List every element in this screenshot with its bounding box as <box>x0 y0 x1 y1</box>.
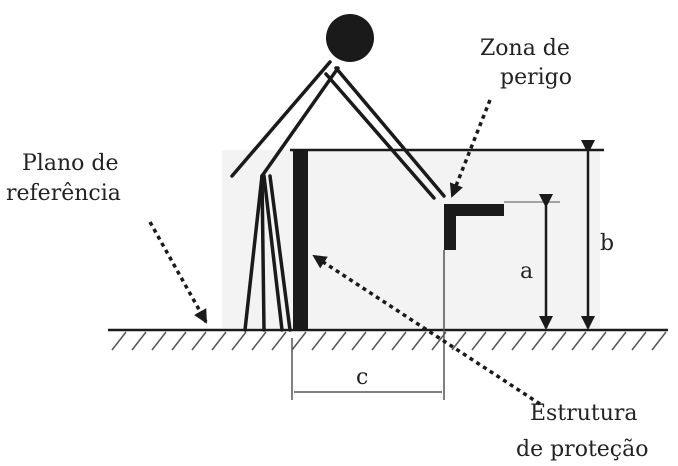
person-head <box>326 14 374 62</box>
dimension-c <box>291 250 445 400</box>
ground-reference-plane <box>108 328 668 351</box>
reference-plane-pointer <box>148 221 208 324</box>
ground-hatch-mark <box>371 331 387 351</box>
danger-zone-pointer <box>449 99 492 198</box>
ground-hatch-mark <box>151 331 167 351</box>
ground-hatch-mark <box>631 331 647 351</box>
ground-hatch-mark <box>571 331 587 351</box>
danger-zone-label-line2: perigo <box>500 65 572 90</box>
person-figure <box>230 14 446 332</box>
ground-hatch-mark <box>191 331 207 351</box>
reference-plane-label-line2: referência <box>6 181 121 206</box>
ground-hatch-mark <box>651 331 667 351</box>
structure-label-line1: Estrutura <box>530 401 638 426</box>
ground-hatch-mark <box>491 331 507 351</box>
ground-hatch-mark <box>411 331 427 351</box>
ground-hatch-mark <box>111 331 127 351</box>
ground-hatch-mark <box>471 331 487 351</box>
ground-hatch-mark <box>611 331 627 351</box>
ground-hatch-mark <box>591 331 607 351</box>
ground-hatch-mark <box>231 331 247 351</box>
ground-hatch-mark <box>331 331 347 351</box>
dimension-c-label: c <box>356 365 368 390</box>
ground-hatch-mark <box>311 331 327 351</box>
ground-hatch-mark <box>531 331 547 351</box>
ground-hatch-mark <box>351 331 367 351</box>
dimension-a-label: a <box>520 259 533 284</box>
ground-hatch-mark <box>251 331 267 351</box>
ground-hatch-mark <box>131 331 147 351</box>
structure-pointer <box>312 254 541 406</box>
ground-hatch-mark <box>271 331 287 351</box>
dimension-b-label: b <box>600 231 614 256</box>
reference-plane-label-line1: Plano de <box>22 151 118 176</box>
structure-label-line2: de proteção <box>516 437 648 462</box>
ground-hatch-mark <box>551 331 567 351</box>
danger-zone-label-line1: Zona de <box>480 36 570 61</box>
ground-hatch-mark <box>211 331 227 351</box>
ground-hatch-mark <box>511 331 527 351</box>
ground-hatch-mark <box>291 331 307 351</box>
ground-hatch-mark <box>171 331 187 351</box>
protective-structure-bar <box>293 150 308 330</box>
ground-hatch-mark <box>391 331 407 351</box>
ground-hatch-mark <box>451 331 467 351</box>
